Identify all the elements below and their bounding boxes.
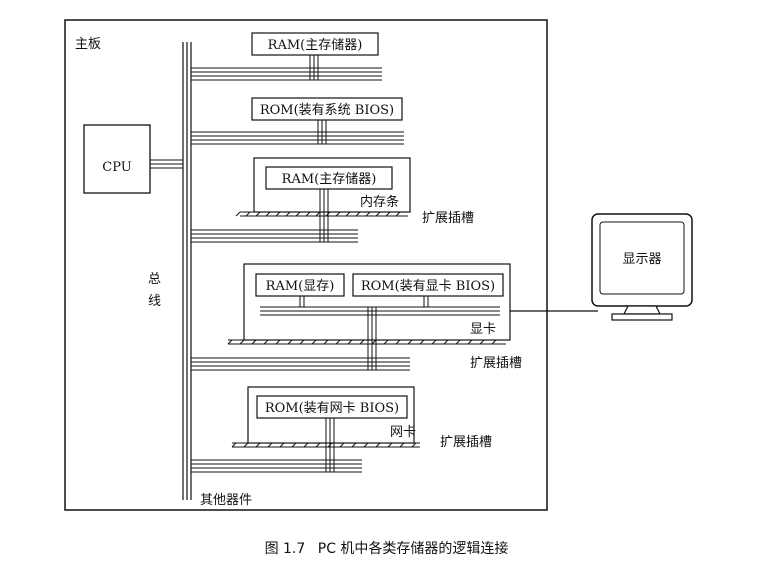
motherboard-frame xyxy=(64,19,548,511)
slot1-link xyxy=(191,189,358,243)
figure-number: 图 1.7 xyxy=(264,541,306,557)
video-card-internal-bus xyxy=(260,296,500,316)
cpu-bus-link xyxy=(150,159,183,169)
ram-main-label: RAM(主存储器) xyxy=(268,38,363,53)
ram-main-box xyxy=(251,32,379,56)
ram-main-link xyxy=(191,55,382,81)
slot2 xyxy=(227,339,506,345)
cpu-label: CPU xyxy=(102,160,131,175)
slot2-label: 扩展插槽 xyxy=(470,356,522,371)
motherboard-label: 主板 xyxy=(75,37,101,52)
net-rom-label: ROM(装有网卡 BIOS) xyxy=(265,401,399,416)
monitor xyxy=(591,213,693,321)
other-devices-label: 其他器件 xyxy=(200,493,252,508)
net-rom-box xyxy=(256,395,408,419)
slot3-label: 扩展插槽 xyxy=(440,435,492,450)
cpu-box xyxy=(83,124,151,194)
rom-system-label: ROM(装有系统 BIOS) xyxy=(260,103,394,118)
rom-system-box xyxy=(251,97,403,121)
dimm-ram-label: RAM(主存储器) xyxy=(282,172,377,187)
figure-caption: 图 1.7 PC 机中各类存储器的逻辑连接 xyxy=(0,538,773,558)
dimm-ram-box xyxy=(265,166,393,190)
vram-label: RAM(显存) xyxy=(266,279,335,294)
slot1 xyxy=(235,211,408,217)
net-card-label: 网卡 xyxy=(390,425,416,440)
system-bus xyxy=(182,42,192,500)
bus-label-bottom: 线 xyxy=(148,294,161,309)
slot3-link xyxy=(191,418,362,473)
slot2-link xyxy=(191,307,410,371)
rom-system-link xyxy=(191,120,404,145)
slot1-label: 扩展插槽 xyxy=(422,211,474,226)
monitor-label: 显示器 xyxy=(622,252,661,267)
dimm-label: 内存条 xyxy=(360,194,399,210)
bus-label-top: 总 xyxy=(148,272,161,287)
video-card-label: 显卡 xyxy=(470,322,496,337)
figure-title: PC 机中各类存储器的逻辑连接 xyxy=(317,541,509,557)
vga-rom-label: ROM(装有显卡 BIOS) xyxy=(361,279,495,294)
